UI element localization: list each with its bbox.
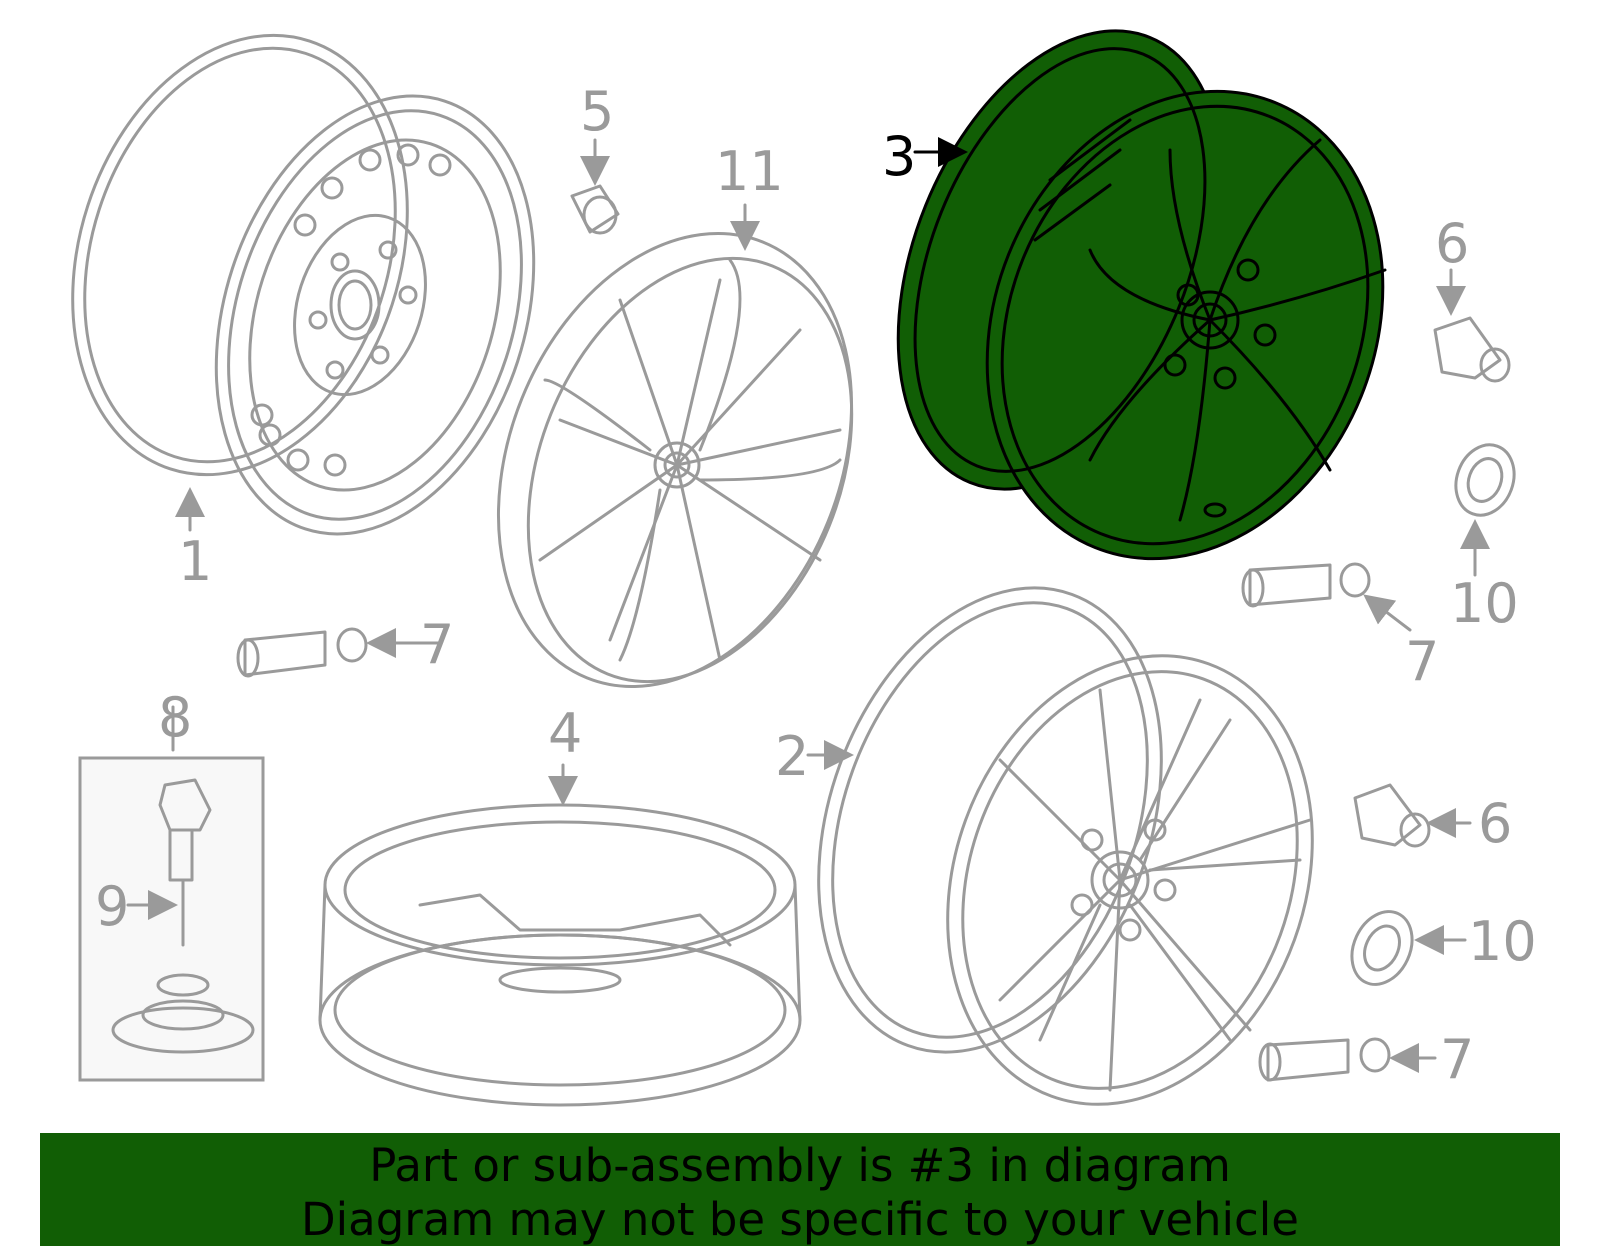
valve-stem-part-7-right-bottom[interactable]: 7 <box>1258 1028 1474 1091</box>
alloy-wheel-part-2[interactable]: 2 <box>758 540 1374 1130</box>
callout-2: 2 <box>775 725 809 788</box>
center-cap-part-10-bottom[interactable]: 10 <box>1341 902 1537 995</box>
parts-diagram: 1 5 11 3 <box>18 0 1537 1130</box>
callout-1: 1 <box>178 530 212 593</box>
lug-nut-part-6-bottom[interactable]: 6 <box>1353 783 1512 855</box>
valve-stem-part-7-right-top[interactable]: 7 <box>1241 562 1439 693</box>
banner-line-2: Diagram may not be specific to your vehi… <box>301 1193 1299 1246</box>
center-cap-part-10-top[interactable]: 10 <box>1446 437 1523 635</box>
lug-nut-part-6-top[interactable]: 6 <box>1433 212 1511 383</box>
callout-7-right-bottom: 7 <box>1440 1028 1474 1091</box>
callout-9: 9 <box>95 875 129 938</box>
callout-6-top: 6 <box>1435 212 1469 275</box>
callout-4: 4 <box>548 702 582 765</box>
wheel-cover-part-11[interactable]: 11 <box>434 140 916 740</box>
callout-8: 8 <box>158 686 192 749</box>
valve-stem-part-7-left[interactable]: 7 <box>236 613 454 678</box>
callout-10-top: 10 <box>1450 572 1519 635</box>
wheel-nut-part-5[interactable]: 5 <box>570 80 620 235</box>
steel-wheel-part-1[interactable]: 1 <box>18 0 587 593</box>
callout-11: 11 <box>715 140 784 203</box>
callout-6-bottom: 6 <box>1478 792 1512 855</box>
info-banner: Part or sub-assembly is #3 in diagram Di… <box>40 1133 1560 1246</box>
tpms-sensor-box-part-8-9[interactable]: 8 9 <box>78 686 265 1082</box>
banner-line-1: Part or sub-assembly is #3 in diagram <box>369 1139 1231 1192</box>
spare-rim-part-4[interactable]: 4 <box>318 702 802 1107</box>
callout-7-right-top: 7 <box>1405 630 1439 693</box>
callout-5: 5 <box>580 80 614 143</box>
alloy-wheel-part-3[interactable]: 3 <box>836 0 1451 619</box>
callout-3: 3 <box>882 125 916 188</box>
callout-7-left: 7 <box>420 613 454 676</box>
callout-10-bottom: 10 <box>1468 910 1537 973</box>
